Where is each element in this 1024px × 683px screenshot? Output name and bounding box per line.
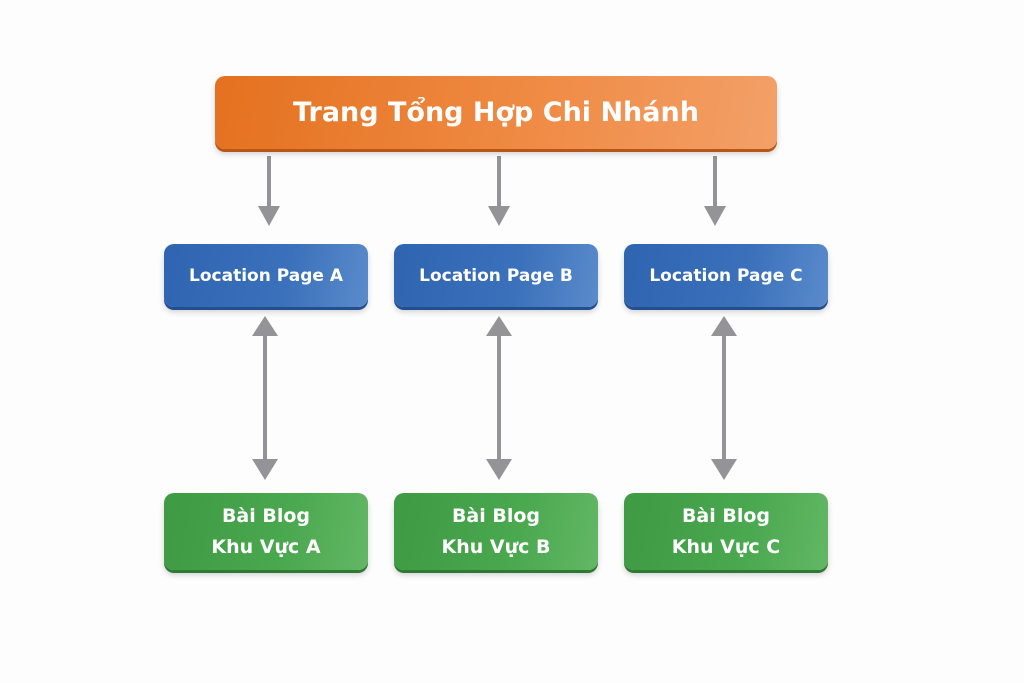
- blog-region-a-node: Bài Blog Khu Vực A: [164, 493, 368, 570]
- location-page-a-node: Location Page A: [164, 244, 368, 307]
- blog-a-line2: Khu Vực A: [211, 535, 321, 558]
- arrow-location-b-blog-b: [486, 316, 512, 480]
- location-page-b-label: Location Page B: [419, 265, 573, 286]
- branch-summary-label: Trang Tổng Hợp Chi Nhánh: [293, 97, 699, 128]
- blog-b-line2: Khu Vực B: [441, 535, 551, 558]
- arrow-top-to-location-a: [258, 156, 280, 226]
- branch-summary-page-node: Trang Tổng Hợp Chi Nhánh: [215, 76, 777, 149]
- arrow-location-c-blog-c: [711, 316, 737, 480]
- blog-b-line1: Bài Blog: [451, 504, 541, 527]
- blog-a-line1: Bài Blog: [221, 504, 311, 527]
- blog-region-c-node: Bài Blog Khu Vực C: [624, 493, 828, 570]
- location-page-a-label: Location Page A: [189, 265, 343, 286]
- blog-c-line1: Bài Blog: [681, 504, 771, 527]
- location-page-b-node: Location Page B: [394, 244, 598, 307]
- arrow-top-to-location-c: [704, 156, 726, 226]
- blog-region-b-node: Bài Blog Khu Vực B: [394, 493, 598, 570]
- location-page-c-label: Location Page C: [649, 265, 803, 286]
- arrow-top-to-location-b: [488, 156, 510, 226]
- arrow-location-a-blog-a: [252, 316, 278, 480]
- blog-c-line2: Khu Vực C: [671, 535, 781, 558]
- location-page-c-node: Location Page C: [624, 244, 828, 307]
